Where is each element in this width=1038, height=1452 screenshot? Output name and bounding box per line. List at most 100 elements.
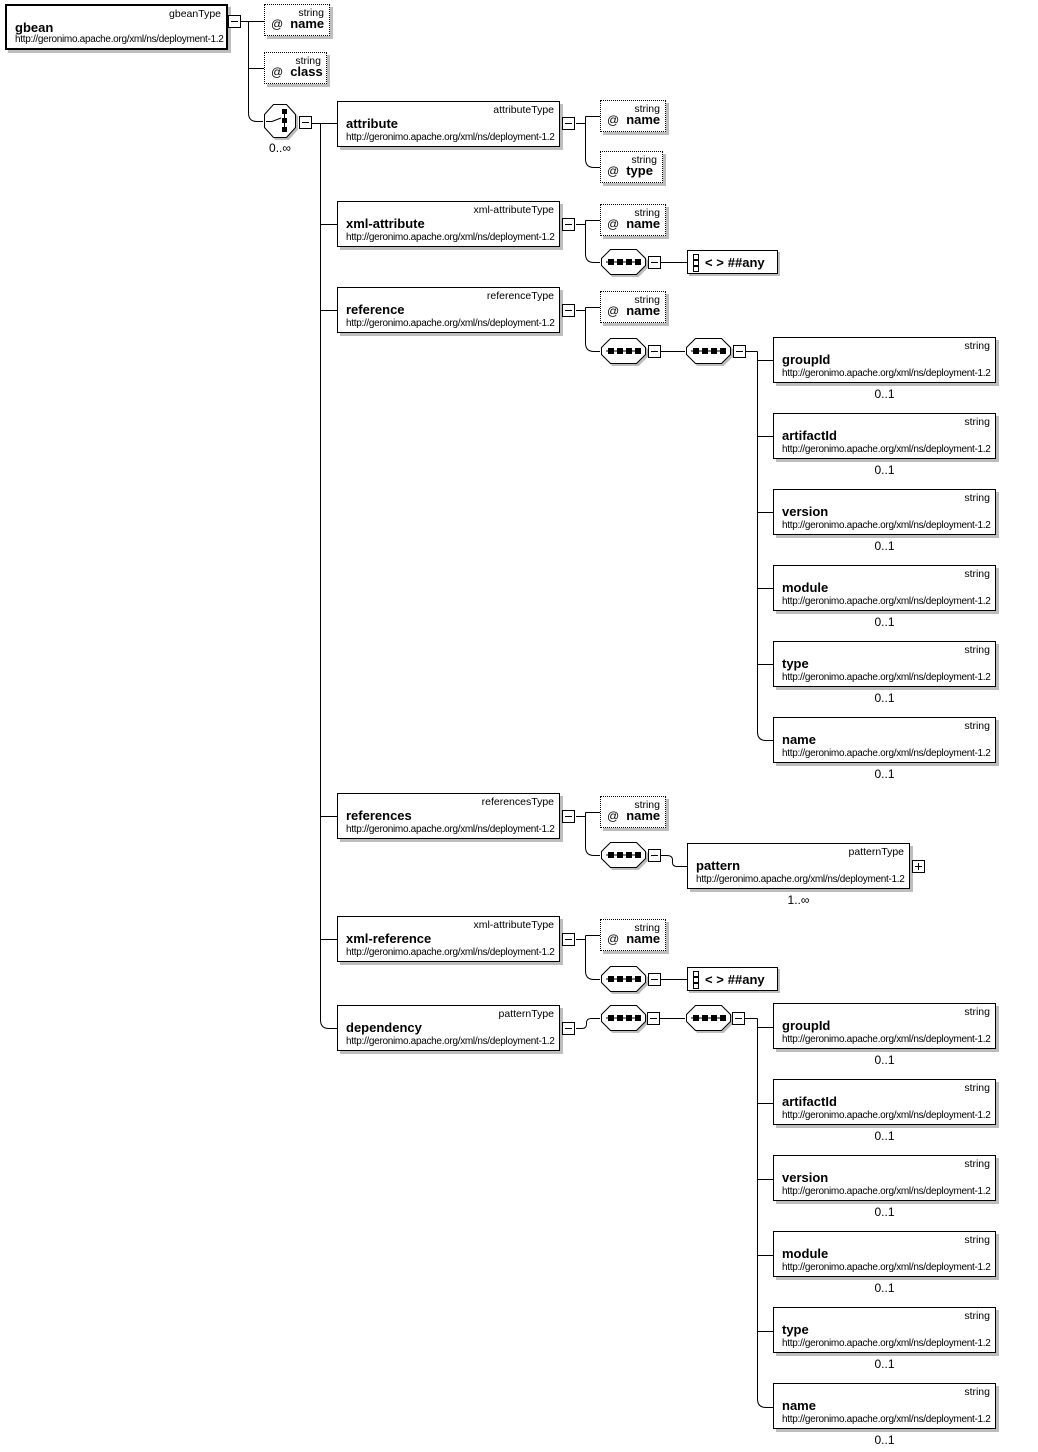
element-box-xml-attribute[interactable]: xml-attributeType xml-attribute http://g… <box>337 201 560 247</box>
element-name: pattern <box>696 858 741 873</box>
wildcard-box-xml-reference[interactable]: < > ##any <box>687 967 778 991</box>
collapse-button-xml-reference[interactable] <box>562 933 575 946</box>
type-label: xml-attributeType <box>473 919 554 931</box>
type-label: string <box>964 340 990 352</box>
element-name: version <box>782 1170 829 1185</box>
element-box-ref-artifactId[interactable]: string artifactId http://geronimo.apache… <box>773 413 996 459</box>
element-namespace: http://geronimo.apache.org/xml/ns/deploy… <box>346 318 555 329</box>
sequence-icon[interactable] <box>600 841 647 869</box>
wildcard-icon <box>693 253 699 272</box>
element-name: groupId <box>782 1018 831 1033</box>
element-box-pattern[interactable]: patternType pattern http://geronimo.apac… <box>687 843 910 889</box>
element-box-references[interactable]: referencesType references http://geronim… <box>337 793 560 839</box>
attr-type-label: string <box>631 154 657 166</box>
element-box-attribute[interactable]: attributeType attribute http://geronimo.… <box>337 101 560 147</box>
sequence-icon[interactable] <box>600 248 647 276</box>
sequence-icon[interactable] <box>600 337 647 365</box>
collapse-button-reference-seq1[interactable] <box>648 345 661 358</box>
collapse-button-choice[interactable] <box>299 116 312 129</box>
collapse-button-references[interactable] <box>562 810 575 823</box>
occurs-label-pattern: 1..∞ <box>787 893 810 907</box>
element-box-reference[interactable]: referenceType reference http://geronimo.… <box>337 287 560 333</box>
collapse-button-references-seq[interactable] <box>648 849 661 862</box>
element-box-ref-module[interactable]: string module http://geronimo.apache.org… <box>773 565 996 611</box>
attr-label: name <box>626 303 661 318</box>
collapse-button-attribute[interactable] <box>562 117 575 130</box>
element-namespace: http://geronimo.apache.org/xml/ns/deploy… <box>782 1034 991 1045</box>
element-name: dependency <box>346 1020 422 1035</box>
element-namespace: http://geronimo.apache.org/xml/ns/deploy… <box>782 596 991 607</box>
element-name: xml-attribute <box>346 216 425 231</box>
element-box-dep-groupId[interactable]: string groupId http://geronimo.apache.or… <box>773 1003 996 1049</box>
element-box-ref-version[interactable]: string version http://geronimo.apache.or… <box>773 489 996 535</box>
type-label: patternType <box>848 846 904 858</box>
wildcard-brackets: < > <box>705 971 724 987</box>
element-namespace: http://geronimo.apache.org/xml/ns/deploy… <box>782 748 991 759</box>
element-box-ref-name[interactable]: string name http://geronimo.apache.org/x… <box>773 717 996 763</box>
type-label: string <box>964 644 990 656</box>
attr-box-attribute-type[interactable]: string @ type <box>600 151 663 183</box>
attr-box-gbean-name[interactable]: string @name <box>264 4 330 36</box>
attr-type-label: string <box>634 207 660 219</box>
type-label: string <box>964 492 990 504</box>
element-box-gbean[interactable]: gbeanType gbean http://geronimo.apache.o… <box>5 4 228 50</box>
at-sign: @ <box>607 164 620 178</box>
attr-type-label: string <box>634 294 660 306</box>
element-box-dep-artifactId[interactable]: string artifactId http://geronimo.apache… <box>773 1079 996 1125</box>
sequence-icon[interactable] <box>685 337 732 365</box>
collapse-button-dependency-seq2[interactable] <box>732 1012 745 1025</box>
collapse-button-xml-attribute[interactable] <box>562 218 575 231</box>
wildcard-box-xml-attribute[interactable]: < > ##any <box>687 250 778 274</box>
expand-button-pattern[interactable] <box>912 860 925 873</box>
sequence-icon[interactable] <box>685 1004 732 1032</box>
attr-label: name <box>626 216 661 231</box>
type-label: patternType <box>498 1008 554 1020</box>
occurs-label: 0..1 <box>874 387 895 401</box>
occurs-label: 0..1 <box>874 1281 895 1295</box>
collapse-button-reference-seq2[interactable] <box>733 345 746 358</box>
attr-box-attribute-name[interactable]: string @name <box>600 100 666 132</box>
collapse-button-gbean[interactable] <box>228 15 241 28</box>
occurs-label: 0..1 <box>874 691 895 705</box>
element-box-dependency[interactable]: patternType dependency http://geronimo.a… <box>337 1005 560 1051</box>
occurs-label: 0..1 <box>874 767 895 781</box>
collapse-button-dependency[interactable] <box>562 1022 575 1035</box>
at-sign: @ <box>607 932 620 946</box>
element-namespace: http://geronimo.apache.org/xml/ns/deploy… <box>782 1262 991 1273</box>
element-namespace: http://geronimo.apache.org/xml/ns/deploy… <box>346 947 555 958</box>
sequence-icon[interactable] <box>600 1004 647 1032</box>
occurs-label: 0..1 <box>874 1053 895 1067</box>
element-box-dep-version[interactable]: string version http://geronimo.apache.or… <box>773 1155 996 1201</box>
attr-label: name <box>626 808 661 823</box>
at-sign: @ <box>271 65 284 79</box>
element-namespace: http://geronimo.apache.org/xml/ns/deploy… <box>696 874 905 885</box>
collapse-button-xml-reference-seq[interactable] <box>648 973 661 986</box>
choice-icon[interactable] <box>263 103 297 139</box>
element-box-dep-type[interactable]: string type http://geronimo.apache.org/x… <box>773 1307 996 1353</box>
attr-label: name <box>290 16 325 31</box>
type-label: string <box>964 1006 990 1018</box>
element-name: attribute <box>346 116 398 131</box>
element-box-dep-module[interactable]: string module http://geronimo.apache.org… <box>773 1231 996 1277</box>
collapse-button-dependency-seq1[interactable] <box>647 1012 660 1025</box>
element-box-ref-type[interactable]: string type http://geronimo.apache.org/x… <box>773 641 996 687</box>
at-sign: @ <box>607 113 620 127</box>
element-name: version <box>782 504 829 519</box>
collapse-button-xml-attribute-seq[interactable] <box>648 256 661 269</box>
attr-label: type <box>626 163 653 178</box>
attr-box-xml-reference-name[interactable]: string @name <box>600 919 666 951</box>
attr-box-reference-name[interactable]: string @name <box>600 291 666 323</box>
sequence-icon[interactable] <box>600 965 647 993</box>
collapse-button-reference[interactable] <box>562 304 575 317</box>
type-label: string <box>964 720 990 732</box>
element-namespace: http://geronimo.apache.org/xml/ns/deploy… <box>782 672 991 683</box>
type-label: string <box>964 568 990 580</box>
element-box-xml-reference[interactable]: xml-attributeType xml-reference http://g… <box>337 916 560 962</box>
element-box-dep-name[interactable]: string name http://geronimo.apache.org/x… <box>773 1383 996 1429</box>
element-box-ref-groupId[interactable]: string groupId http://geronimo.apache.or… <box>773 337 996 383</box>
element-namespace: http://geronimo.apache.org/xml/ns/deploy… <box>782 1110 991 1121</box>
attr-box-xml-attribute-name[interactable]: string @name <box>600 204 666 236</box>
attr-box-references-name[interactable]: string @name <box>600 796 666 828</box>
attr-box-gbean-class[interactable]: string @class <box>264 52 327 84</box>
attr-type-label: string <box>634 922 660 934</box>
